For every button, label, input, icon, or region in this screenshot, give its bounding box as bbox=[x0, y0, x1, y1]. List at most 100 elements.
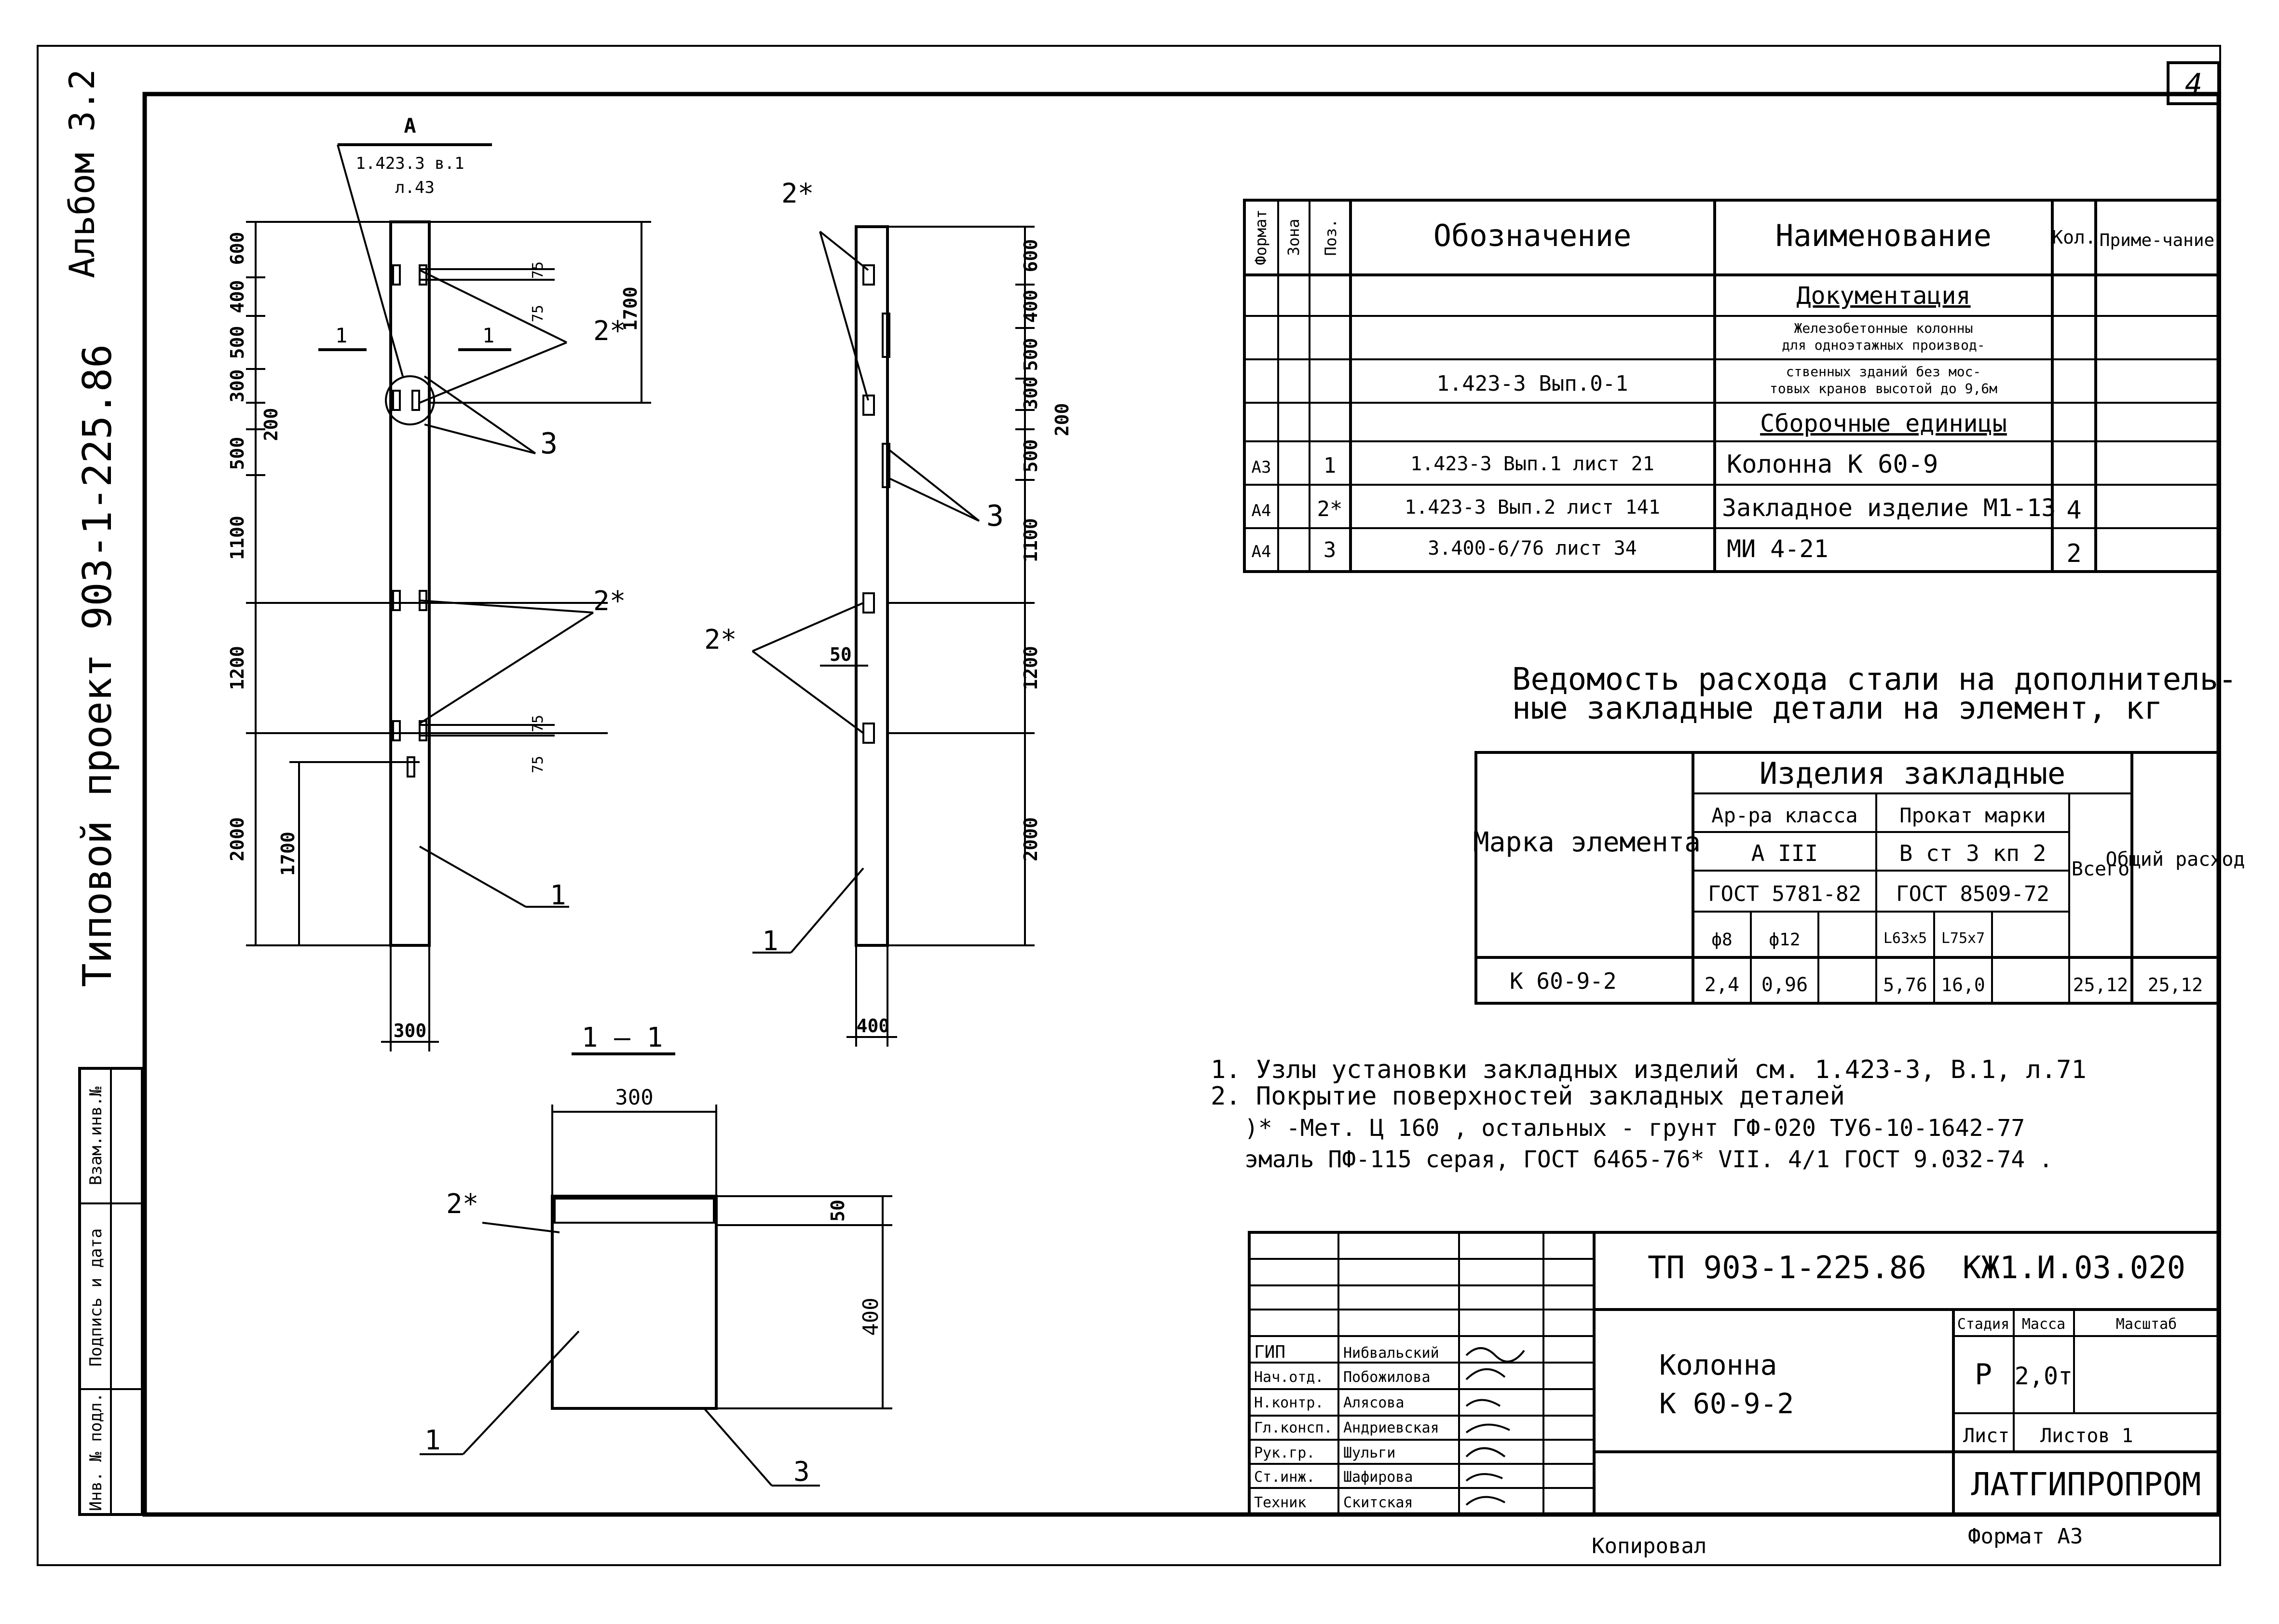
sub-col-1: ф8 bbox=[1711, 930, 1732, 950]
doc-name-4: товых кранов высотой до 9,6м bbox=[1770, 381, 1997, 396]
stamp-replace: Взам.инв.№ bbox=[86, 1086, 106, 1185]
role-2: Н.контр. bbox=[1254, 1394, 1324, 1411]
tb-stage-h: Стадия bbox=[1957, 1316, 2009, 1333]
note-3: )* -Мет. Ц 160 , остальных - грунт ГФ-02… bbox=[1244, 1115, 2025, 1142]
callout-a-2star: 2* bbox=[593, 315, 626, 347]
dim-a-500b: 500 bbox=[227, 437, 248, 470]
dim-b-50: 50 bbox=[830, 644, 852, 665]
section-title: 1 — 1 bbox=[582, 1022, 663, 1053]
tb-doc-code: КЖ1.И.03.020 bbox=[1963, 1250, 2185, 1286]
dim-a-600: 600 bbox=[227, 232, 248, 265]
callout-a-3: 3 bbox=[540, 427, 558, 461]
tb-sheets-h: Листов 1 bbox=[2040, 1425, 2133, 1447]
dim-b-400: 400 bbox=[1020, 290, 1041, 323]
format-label: Формат А3 bbox=[1968, 1524, 2083, 1549]
steel-v5: 16,0 bbox=[1941, 974, 1985, 996]
tb-project-code: ТП 903-1-225.86 bbox=[1648, 1250, 1926, 1286]
dim-b-2000: 2000 bbox=[1020, 817, 1041, 861]
name-0: Нибвальский bbox=[1343, 1345, 1439, 1362]
steel-rolled-gost: ГОСТ 8509-72 bbox=[1896, 882, 2049, 906]
name-5: Шафирова bbox=[1343, 1469, 1413, 1486]
steel-rolled-grade: В ст 3 кп 2 bbox=[1899, 840, 2047, 866]
elevation-b: 600 400 500 300 200 500 1100 1200 2000 2… bbox=[704, 178, 1073, 1047]
th-pos: Поз. bbox=[1322, 218, 1340, 256]
callout-b-2star-top: 2* bbox=[781, 178, 814, 209]
steel-total-h: Всего bbox=[2072, 858, 2129, 880]
callout-a-1: 1 bbox=[550, 880, 566, 911]
name-1: Побожилова bbox=[1343, 1369, 1431, 1386]
row3-designation: 3.400-6/76 лист 34 bbox=[1428, 537, 1637, 560]
section-width: 300 bbox=[615, 1085, 653, 1110]
row1-designation: 1.423-3 Вып.1 лист 21 bbox=[1410, 453, 1654, 475]
spec-table: Формат Зона Поз. Обозначение Наименовани… bbox=[1243, 199, 2220, 573]
sub-col-2: ф12 bbox=[1769, 930, 1800, 950]
steel-overall: 25,12 bbox=[2148, 974, 2203, 996]
tb-stage: Р bbox=[1975, 1358, 1992, 1392]
note-1: 1. Узлы установки закладных изделий см. … bbox=[1211, 1055, 2087, 1084]
dim-a-300: 300 bbox=[227, 369, 248, 403]
note-4: эмаль ПФ-115 серая, ГОСТ 6465-76* VII. 4… bbox=[1244, 1146, 2053, 1173]
steel-overall-h: Общий расход bbox=[2106, 848, 2245, 871]
detail-circle-a bbox=[385, 375, 435, 425]
steel-group: Изделия закладные bbox=[1760, 756, 2066, 791]
role-1: Нач.отд. bbox=[1254, 1369, 1324, 1386]
dim-b-1200: 1200 bbox=[1020, 646, 1041, 690]
steel-title-1: Ведомость расхода стали на дополнитель- bbox=[1512, 662, 2237, 697]
dim-b-600: 600 bbox=[1020, 239, 1041, 273]
name-4: Шульги bbox=[1343, 1445, 1395, 1461]
dim-a-1700t: 1700 bbox=[620, 287, 641, 331]
dim-a-500: 500 bbox=[227, 326, 248, 359]
row2-qty: 4 bbox=[2066, 496, 2081, 525]
name-6: Скитская bbox=[1343, 1494, 1413, 1511]
copied-label: Копировал bbox=[1592, 1534, 1706, 1558]
callout-b-2star: 2* bbox=[704, 624, 737, 655]
tb-scale-h: Масштаб bbox=[2116, 1316, 2177, 1333]
section-1-1: 1 — 1 300 50 400 2* 1 3 bbox=[420, 1022, 892, 1488]
steel-v4: 5,76 bbox=[1883, 974, 1927, 996]
dim-a-75b: 75 bbox=[530, 715, 546, 732]
section-units: Сборочные единицы bbox=[1760, 409, 2007, 437]
th-qty: Кол. bbox=[2052, 227, 2096, 248]
dim-b-200: 200 bbox=[1051, 403, 1073, 437]
callout-b-1: 1 bbox=[762, 926, 778, 957]
ref-letter: А bbox=[404, 114, 416, 137]
steel-rolled-mark: Прокат марки bbox=[1899, 804, 2046, 827]
role-6: Техник bbox=[1254, 1494, 1306, 1511]
notes: 1. Узлы установки закладных изделий см. … bbox=[1211, 1055, 2087, 1173]
page-number: 4 bbox=[2185, 68, 2202, 101]
column-a-body bbox=[389, 220, 431, 947]
dim-a-1700b: 1700 bbox=[277, 832, 299, 876]
title-block: ГИП Нач.отд. Н.контр. Гл.консп. Рук.гр. … bbox=[1248, 1231, 2220, 1516]
row3-name: МИ 4-21 bbox=[1727, 535, 1829, 563]
name-3: Андриевская bbox=[1343, 1419, 1439, 1436]
sub-col-4: L63x5 bbox=[1883, 930, 1927, 947]
row2-name: Закладное изделие М1-13 bbox=[1722, 494, 2056, 522]
dim-b-width: 400 bbox=[857, 1015, 890, 1037]
dim-a-1200: 1200 bbox=[227, 646, 248, 690]
dim-a-115b: 75 bbox=[530, 756, 546, 773]
name-2: Алясова bbox=[1343, 1394, 1404, 1411]
signatures bbox=[1465, 1347, 1525, 1506]
steel-rebar-grade: А III bbox=[1751, 840, 1818, 866]
section-docs: Документация bbox=[1796, 282, 1970, 310]
steel-row-mark: К 60-9-2 bbox=[1510, 968, 1617, 994]
row2-designation: 1.423-3 Вып.2 лист 141 bbox=[1405, 496, 1660, 519]
note-2: 2. Покрытие поверхностей закладных детал… bbox=[1211, 1082, 1845, 1111]
th-zone: Зона bbox=[1284, 218, 1303, 256]
callout-a-2star-b: 2* bbox=[593, 586, 626, 617]
dim-a-115: 75 bbox=[530, 305, 546, 322]
page-number-box bbox=[2167, 61, 2220, 105]
doc-name-3: ственных зданий без мос- bbox=[1786, 364, 1981, 380]
doc-designation: 1.423-3 Вып.0-1 bbox=[1436, 371, 1628, 396]
row1-name: Колонна К 60-9 bbox=[1727, 450, 1938, 479]
section-mark-right: 1 bbox=[482, 324, 494, 347]
tb-mass: 2,0т bbox=[2015, 1362, 2073, 1390]
row3-pos: 3 bbox=[1324, 538, 1337, 562]
dim-b-300: 300 bbox=[1020, 377, 1041, 410]
dim-b-500b: 500 bbox=[1020, 439, 1041, 473]
dim-b-1100: 1100 bbox=[1020, 518, 1041, 562]
row3-qty: 2 bbox=[2066, 539, 2081, 568]
section-callout-1: 1 bbox=[424, 1425, 441, 1456]
section-callout-3: 3 bbox=[793, 1456, 810, 1488]
